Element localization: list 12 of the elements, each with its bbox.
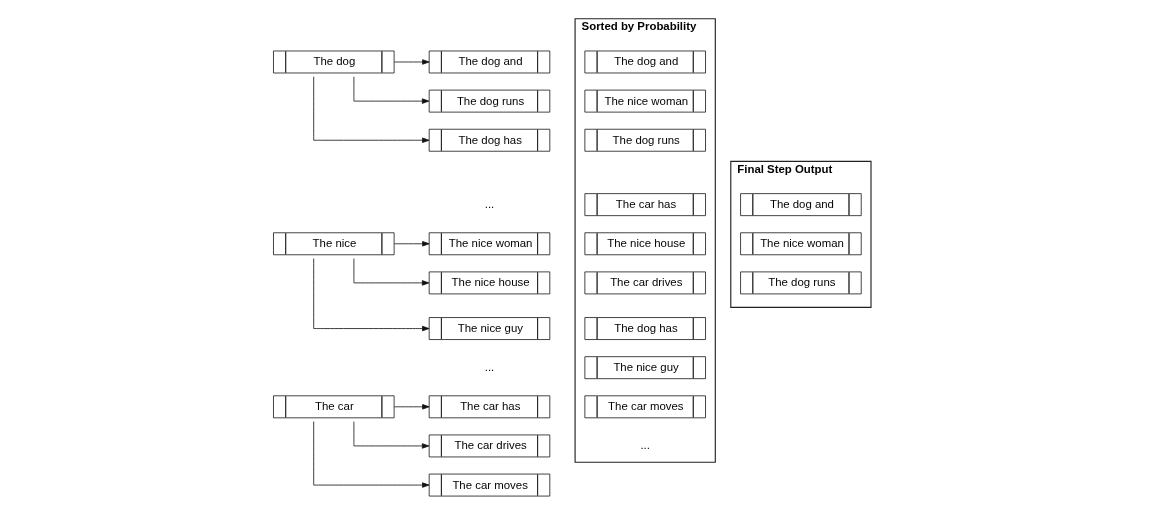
arrow bbox=[313, 420, 430, 488]
arrow bbox=[353, 420, 430, 449]
arrow bbox=[353, 75, 430, 104]
arrow bbox=[393, 240, 430, 246]
label: ... bbox=[484, 360, 495, 373]
arrow bbox=[313, 257, 430, 331]
arrow bbox=[313, 75, 430, 143]
arrow bbox=[393, 58, 430, 65]
arrow bbox=[393, 403, 430, 409]
label: ... bbox=[484, 197, 495, 210]
label: ... bbox=[640, 438, 650, 451]
arrow bbox=[353, 257, 430, 286]
